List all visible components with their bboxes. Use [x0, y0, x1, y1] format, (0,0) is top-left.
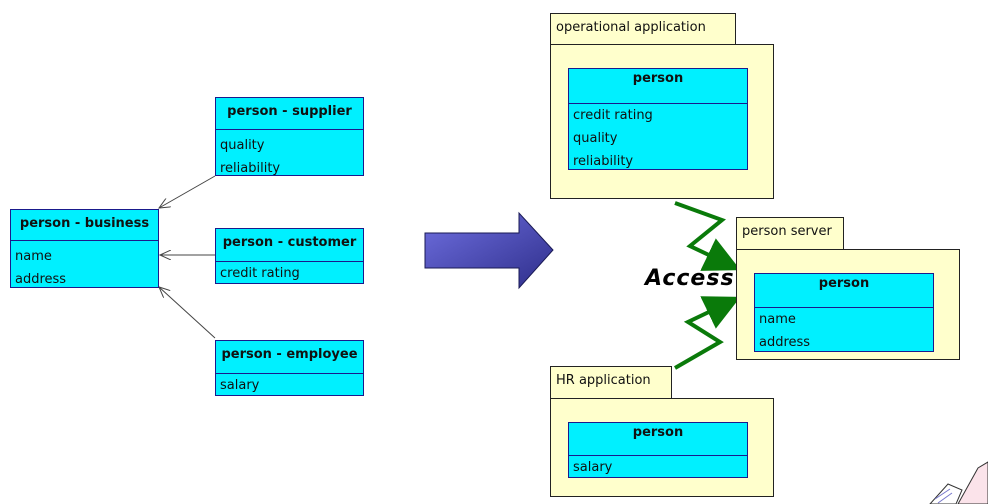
attribute: quality	[220, 138, 265, 153]
attribute: name	[15, 249, 52, 264]
attribute: reliability	[573, 154, 634, 169]
pencil-note-icon	[929, 461, 988, 504]
class-person-supplier: person - supplier quality reliability	[215, 97, 364, 176]
attribute: address	[759, 335, 811, 350]
class-attributes: credit rating quality reliability	[569, 104, 747, 173]
class-attributes: quality reliability	[216, 130, 363, 180]
class-attributes: name address	[11, 241, 158, 291]
access-bolt-lower-icon	[673, 296, 741, 370]
access-bolt-upper-icon	[674, 201, 741, 271]
attribute: name	[759, 312, 796, 327]
attribute: salary	[220, 378, 260, 393]
class-person-employee: person - employee salary	[215, 340, 364, 396]
package-tab-operational: operational application	[550, 13, 736, 45]
employee-generalization-line	[159, 287, 216, 339]
attribute: reliability	[220, 161, 281, 176]
attribute: address	[15, 272, 67, 287]
class-attributes: credit rating	[216, 262, 363, 285]
package-tab-hr: HR application	[550, 366, 672, 399]
class-person-hr: person salary	[568, 422, 748, 478]
attribute: credit rating	[220, 266, 300, 281]
supplier-generalization-line	[159, 175, 216, 208]
class-title: person - supplier	[216, 98, 363, 130]
class-title: person - business	[11, 210, 158, 241]
attribute: salary	[573, 460, 613, 475]
class-person-server: person name address	[754, 273, 934, 352]
class-attributes: salary	[216, 374, 363, 397]
class-title: person - employee	[216, 341, 363, 374]
class-attributes: name address	[755, 308, 933, 354]
class-title: person	[569, 69, 747, 104]
class-person-customer: person - customer credit rating	[215, 228, 364, 284]
access-label: Access	[645, 266, 735, 291]
class-title: person - customer	[216, 229, 363, 262]
class-attributes: salary	[569, 456, 747, 479]
attribute: credit rating	[573, 108, 653, 123]
class-person-operational: person credit rating quality reliability	[568, 68, 748, 170]
class-title: person	[755, 274, 933, 308]
transform-arrow-icon	[424, 211, 554, 290]
package-tab-person-server: person server	[736, 217, 844, 250]
class-person-business: person - business name address	[10, 209, 159, 288]
attribute: quality	[573, 131, 618, 146]
class-title: person	[569, 423, 747, 456]
